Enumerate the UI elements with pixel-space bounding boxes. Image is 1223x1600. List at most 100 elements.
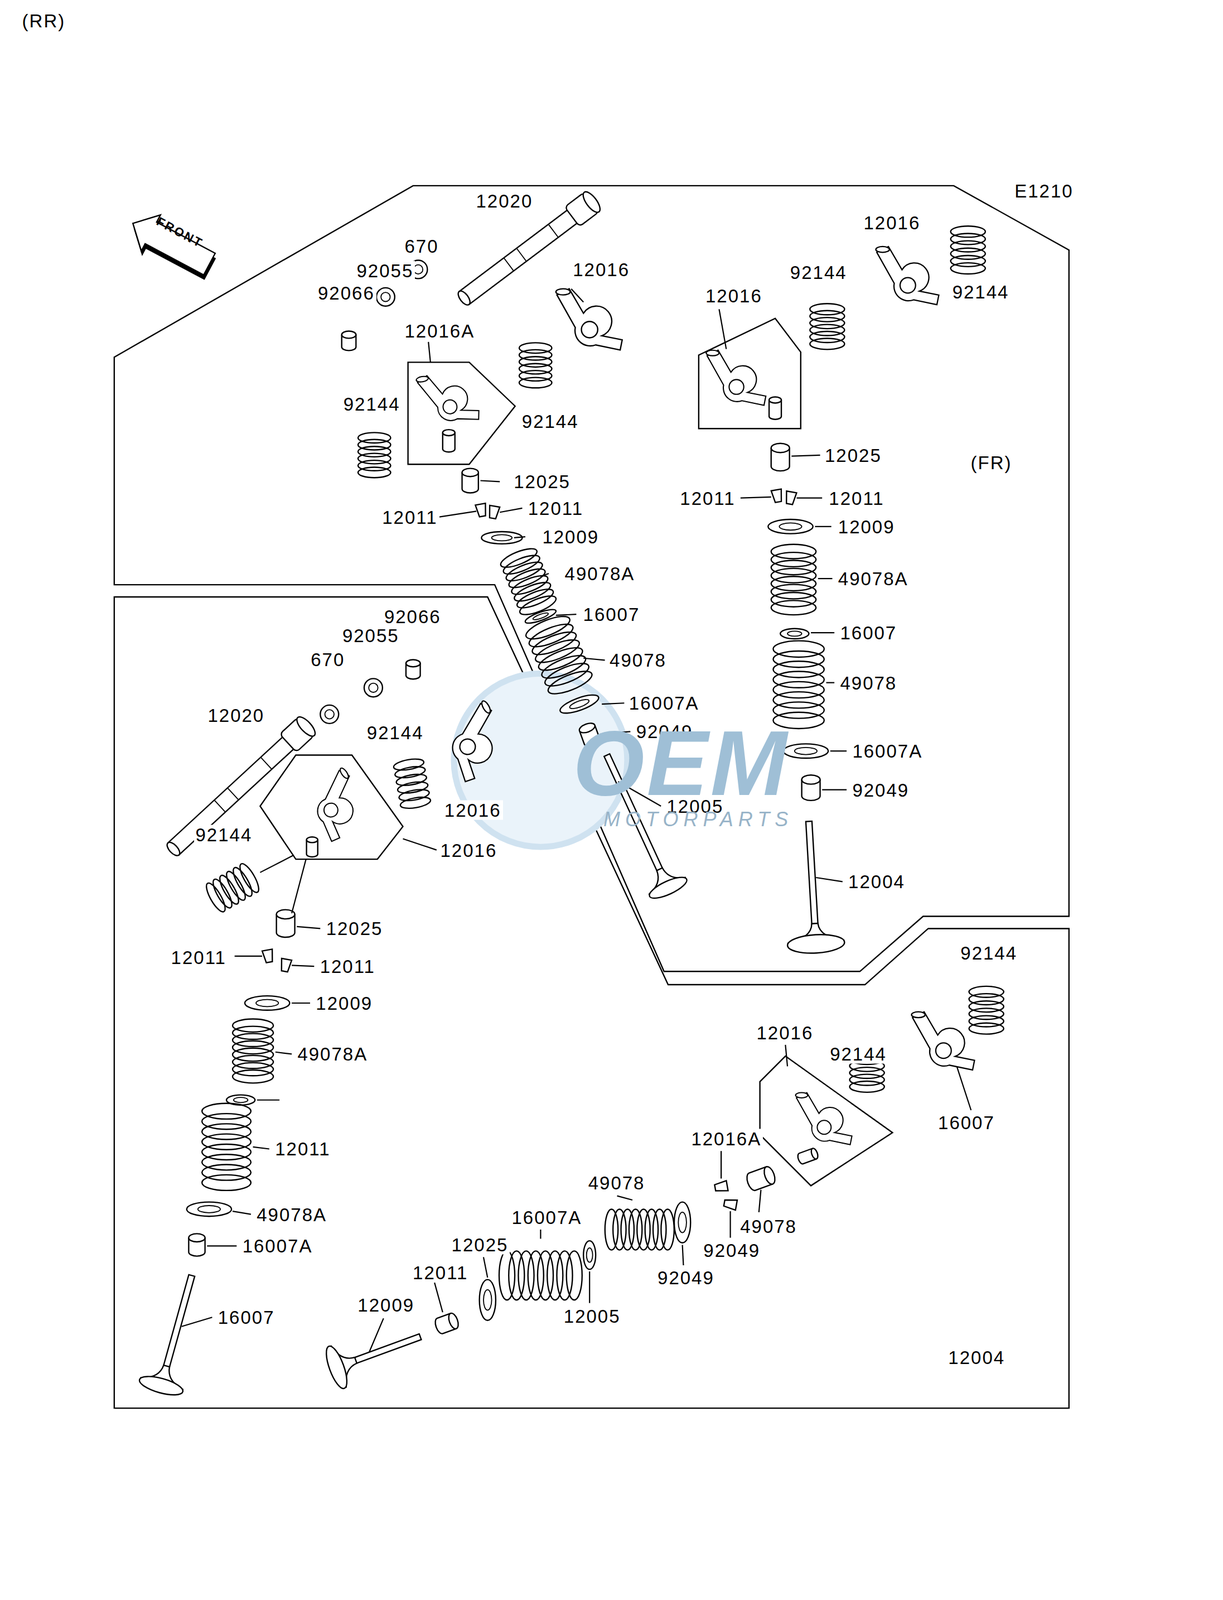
leader-line: [291, 1002, 311, 1004]
leader-line: [232, 1210, 251, 1214]
valve-spring: [519, 342, 553, 388]
shaft-head-end: [579, 189, 603, 215]
cylinder-top: [769, 397, 782, 404]
rocker-pad: [416, 375, 429, 383]
callout-number: 12011: [380, 507, 439, 528]
valve-keeper: [723, 1197, 738, 1210]
o-ring-hole: [380, 292, 390, 302]
leader-line: [956, 1065, 972, 1110]
rocker-bore: [817, 1119, 831, 1134]
valve-keeper: [714, 1180, 729, 1193]
callout-number: 49078: [838, 672, 899, 693]
callout-number: 12009: [836, 516, 897, 536]
rocker-arm: [795, 1092, 853, 1145]
leader-line: [291, 964, 314, 966]
spring-seat-hole: [568, 697, 591, 711]
spring-coil: [392, 756, 425, 772]
callout-number: 12004: [846, 871, 907, 892]
leader-line: [206, 1244, 237, 1246]
leader-line: [729, 1210, 731, 1238]
callout-number: 16007A: [850, 741, 925, 761]
leader-line: [571, 288, 584, 303]
callout-number: 49078A: [295, 1043, 370, 1064]
spring-coil: [950, 262, 986, 274]
spring-coil: [232, 1055, 274, 1068]
spring-coil: [528, 1250, 544, 1300]
rocker-pad: [875, 246, 889, 253]
spring-coil: [529, 627, 579, 659]
callout-number: 92049: [655, 1267, 717, 1287]
callout-number: 92144: [341, 394, 403, 414]
spring-coil: [201, 1113, 251, 1129]
shaft-body: [458, 209, 579, 305]
spring-coil: [629, 1208, 642, 1250]
spring-coil: [201, 1133, 251, 1150]
stem-seal: [801, 774, 821, 801]
spring-seat-hole: [586, 1247, 593, 1263]
valve-cap: [745, 1165, 778, 1192]
shaft-end: [456, 288, 473, 307]
callout-number: 12005: [562, 1306, 623, 1326]
valve-keeper: [771, 489, 784, 504]
rocker-arm: [875, 246, 939, 305]
spring-coil: [201, 1103, 251, 1119]
adjuster-pin: [442, 429, 456, 452]
region-outline: [114, 185, 1070, 971]
leader-line: [234, 955, 263, 957]
o-ring-hole: [325, 709, 335, 719]
callout-number: 16007: [581, 604, 642, 625]
spring-seat: [558, 690, 601, 717]
valve: [137, 1269, 214, 1399]
spring-coil: [201, 1164, 251, 1181]
spring-coil: [202, 880, 229, 915]
rocker-bore: [935, 1042, 952, 1058]
spring-coil: [232, 1018, 274, 1032]
spring-coil: [612, 1208, 626, 1250]
callout-number: 670: [308, 649, 347, 669]
callout-number: 16007A: [627, 693, 702, 713]
valve-spring: [201, 1103, 251, 1191]
leader-line: [434, 1282, 443, 1312]
shaft-groove: [503, 257, 514, 271]
callout-number: 12016: [571, 259, 632, 279]
callout-number: 49078A: [836, 568, 911, 589]
spring-coil: [519, 377, 553, 389]
spring-seat: [780, 628, 809, 639]
spring-coil: [969, 1022, 1004, 1034]
spring-coil: [223, 868, 249, 903]
callout-number: 49078A: [563, 563, 637, 583]
kit-outline: [698, 318, 801, 429]
leader-line: [436, 510, 477, 517]
spring-seat: [583, 1240, 596, 1269]
spring-coil: [849, 1066, 885, 1079]
spring-coil: [216, 872, 242, 907]
callout-number: 12016A: [689, 1128, 763, 1149]
callout-number: 92144: [194, 824, 255, 845]
spring-coil: [232, 1026, 274, 1039]
spring-coil: [809, 337, 845, 350]
leader-line: [682, 1244, 684, 1265]
shaft-end: [165, 839, 183, 858]
stem-seal: [188, 1233, 205, 1256]
spring-coil: [771, 600, 816, 615]
callout-number: 49078: [607, 650, 669, 670]
leader-line: [818, 577, 833, 579]
leader-line: [830, 750, 847, 752]
valve-spring: [499, 1250, 583, 1300]
leader-line: [275, 1051, 292, 1055]
leader-line: [718, 308, 727, 349]
spring-coil: [771, 568, 816, 583]
valve: [322, 1315, 429, 1391]
spring-coil: [809, 317, 845, 329]
callout-number: 92144: [365, 722, 426, 743]
cylinder-top: [809, 1147, 819, 1160]
rocker-bore: [900, 277, 916, 294]
leader-line: [815, 877, 843, 882]
spring-retainer-hole: [491, 534, 513, 541]
callout-number: 12011: [411, 1262, 470, 1282]
kit-outline: [259, 755, 403, 860]
valve-spring: [523, 611, 595, 699]
rocker-pad: [556, 288, 571, 296]
spring-coil: [772, 660, 824, 678]
leader-line: [514, 536, 526, 538]
